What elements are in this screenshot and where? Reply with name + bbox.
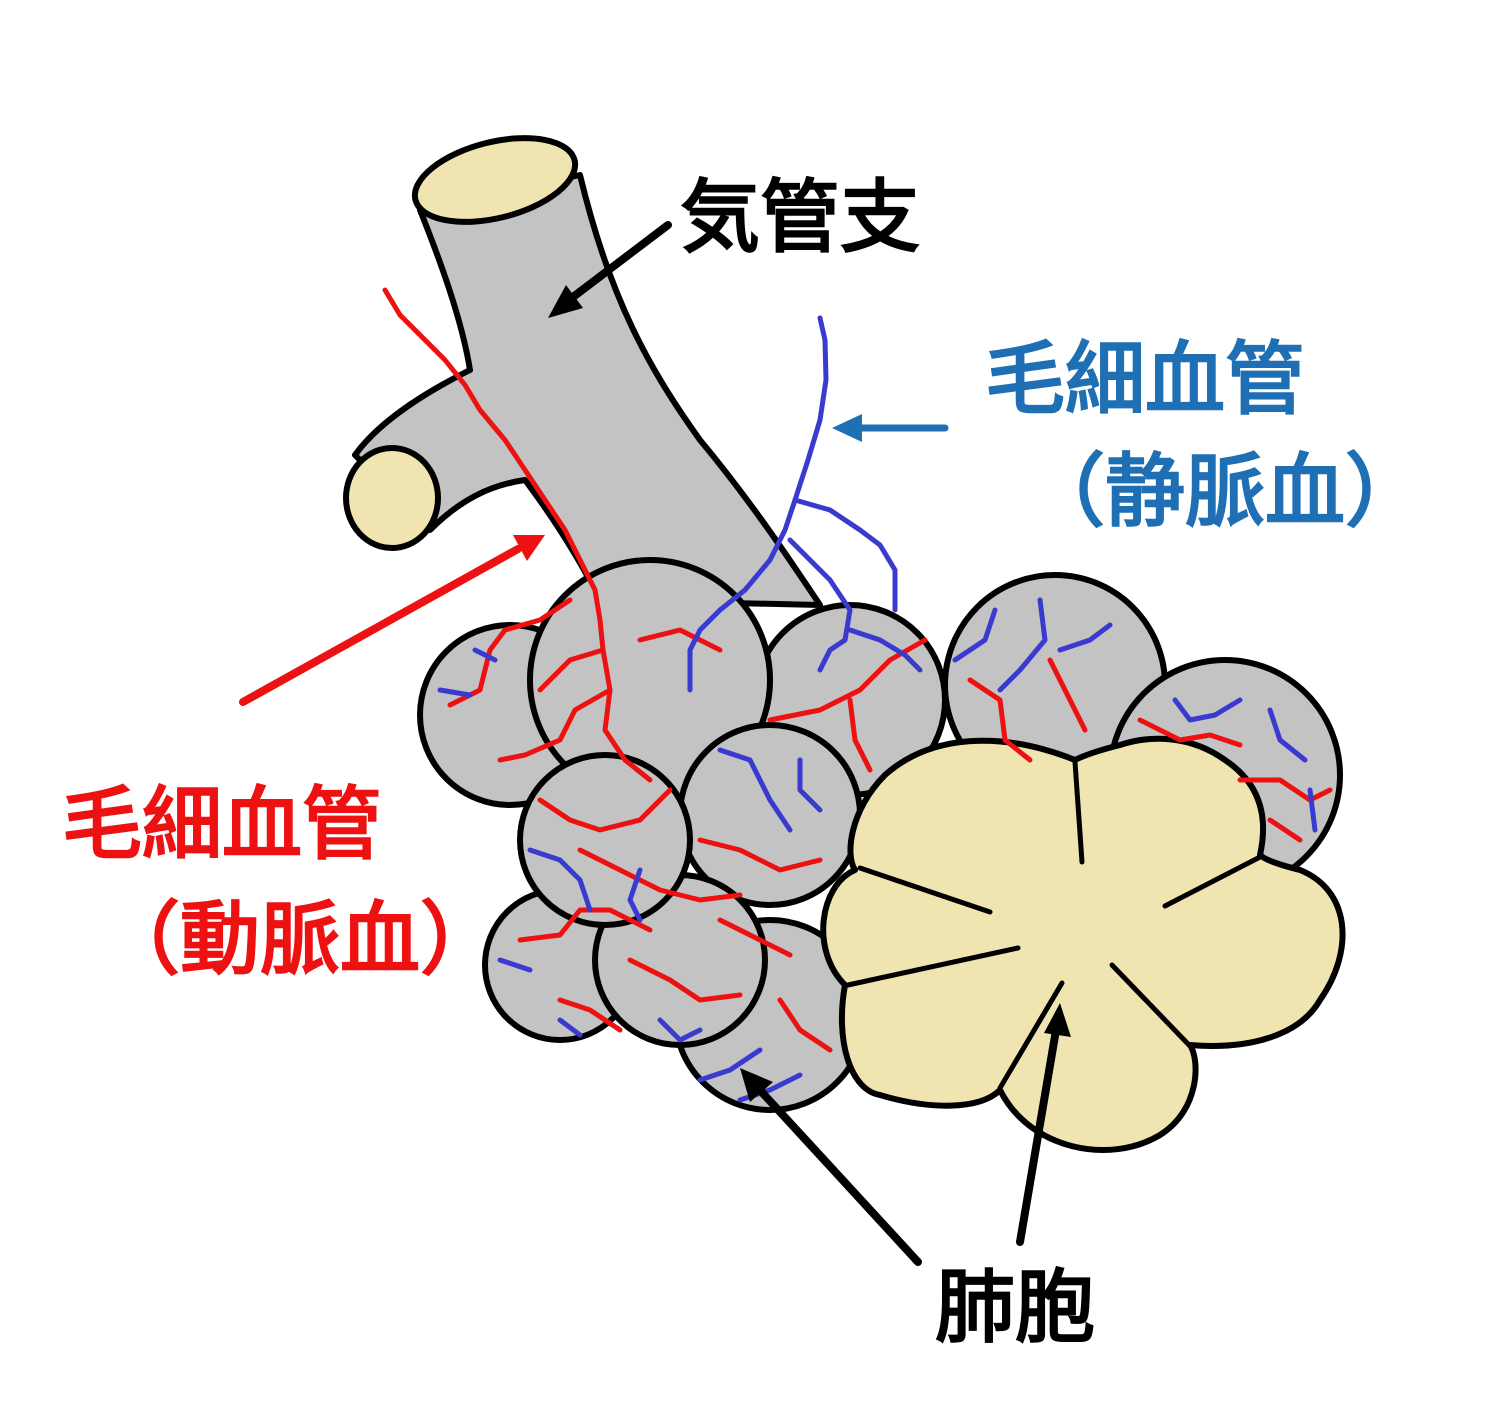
alveolus-septa xyxy=(845,759,1265,1091)
bronchus-tube xyxy=(352,172,823,608)
bronchus-top-opening xyxy=(411,135,579,225)
label-arterial-blood: （動脈血） xyxy=(100,893,500,986)
alveolus-sac xyxy=(517,752,693,928)
arrow-to-arterial-capillary xyxy=(239,535,545,706)
arrow-to-alveolus-left xyxy=(740,1068,922,1266)
label-venous-blood: （静脈血） xyxy=(1025,445,1425,538)
label-venous-capillary: 毛細血管 xyxy=(985,333,1305,426)
arterial-capillaries xyxy=(382,287,1333,1053)
label-arterial-capillary: 毛細血管 xyxy=(62,778,382,871)
arrow-to-bronchus xyxy=(548,221,672,318)
arrow-to-alveolus-right xyxy=(1016,1003,1071,1246)
label-alveolus: 肺胞 xyxy=(935,1261,1095,1354)
alveolus-cross-section xyxy=(820,735,1346,1153)
venous-capillaries xyxy=(437,315,1318,1103)
label-bronchus: 気管支 xyxy=(680,171,920,264)
bronchus-side-opening xyxy=(343,445,441,551)
arrow-to-venous-capillary xyxy=(832,414,949,442)
